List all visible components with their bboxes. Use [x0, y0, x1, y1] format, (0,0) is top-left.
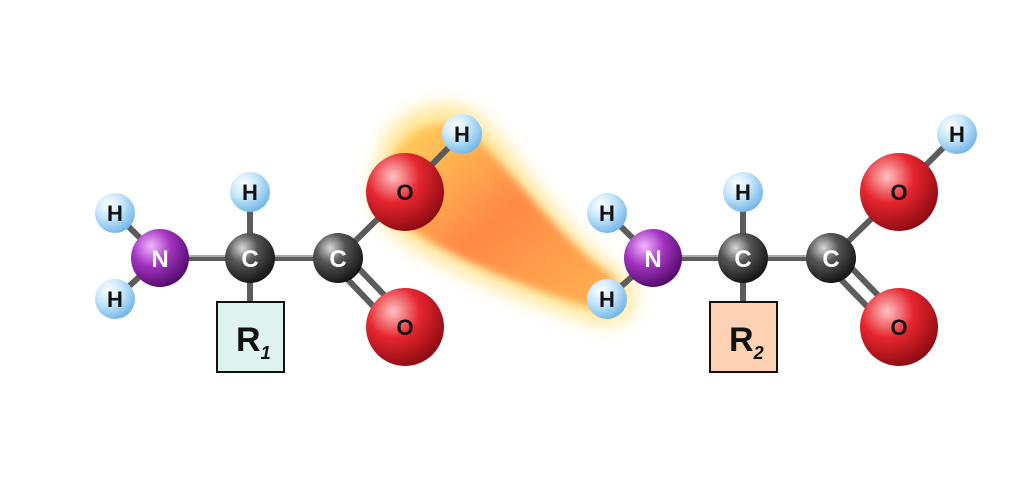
svg-text:H: H	[599, 287, 615, 312]
svg-text:C: C	[734, 246, 751, 273]
molecule-1-side-chain-letter: R	[236, 321, 261, 359]
molecule-1-carboxyl-carbon: C	[313, 233, 363, 283]
molecule-1-nitrogen: N	[131, 229, 189, 287]
svg-text:O: O	[890, 315, 907, 340]
molecule-1-amine-hydrogen-bottom: H	[95, 279, 135, 319]
svg-text:H: H	[454, 122, 470, 147]
molecule-1-alpha-carbon: C	[225, 233, 275, 283]
svg-text:N: N	[644, 246, 661, 273]
molecule-1-hydroxyl-oxygen: O	[366, 153, 444, 231]
molecule-1-side-chain-box: R1	[216, 301, 285, 373]
molecule-2-nitrogen: N	[624, 229, 682, 287]
svg-text:N: N	[151, 246, 168, 273]
molecule-1-alpha-hydrogen: H	[230, 172, 270, 212]
svg-text:O: O	[890, 180, 907, 205]
molecule-2-side-chain-box: R2	[709, 301, 778, 373]
svg-text:O: O	[396, 315, 413, 340]
molecule-1-amine-hydrogen-top: H	[95, 193, 135, 233]
molecule-2-alpha-carbon: C	[718, 233, 768, 283]
molecule-2-amine-hydrogen-top: H	[587, 193, 627, 233]
molecule-2-carbonyl-oxygen: O	[860, 288, 938, 366]
svg-text:O: O	[396, 180, 413, 205]
svg-text:H: H	[949, 122, 965, 147]
svg-text:H: H	[107, 287, 123, 312]
molecule-2: H H N H C C O H	[587, 114, 977, 373]
svg-text:H: H	[735, 180, 751, 205]
molecule-2-hydroxyl-oxygen: O	[860, 153, 938, 231]
molecule-2-amine-hydrogen-bottom: H	[587, 279, 627, 319]
svg-text:H: H	[107, 201, 123, 226]
molecule-1-carbonyl-oxygen: O	[366, 288, 444, 366]
svg-text:C: C	[822, 246, 839, 273]
molecule-1-hydroxyl-hydrogen: H	[442, 114, 482, 154]
molecule-2-alpha-hydrogen: H	[723, 172, 763, 212]
svg-text:H: H	[599, 201, 615, 226]
svg-text:R2: R2	[729, 321, 764, 363]
svg-text:R1: R1	[236, 321, 271, 363]
molecule-1-side-chain-subscript: 1	[261, 343, 271, 363]
svg-text:C: C	[241, 246, 258, 273]
svg-text:C: C	[329, 246, 346, 273]
molecule-1: H H N H C C O H	[95, 114, 482, 373]
molecule-2-carboxyl-carbon: C	[806, 233, 856, 283]
svg-text:H: H	[242, 180, 258, 205]
molecule-2-side-chain-letter: R	[729, 321, 754, 359]
molecule-2-side-chain-subscript: 2	[753, 343, 764, 363]
molecule-2-hydroxyl-hydrogen: H	[937, 114, 977, 154]
